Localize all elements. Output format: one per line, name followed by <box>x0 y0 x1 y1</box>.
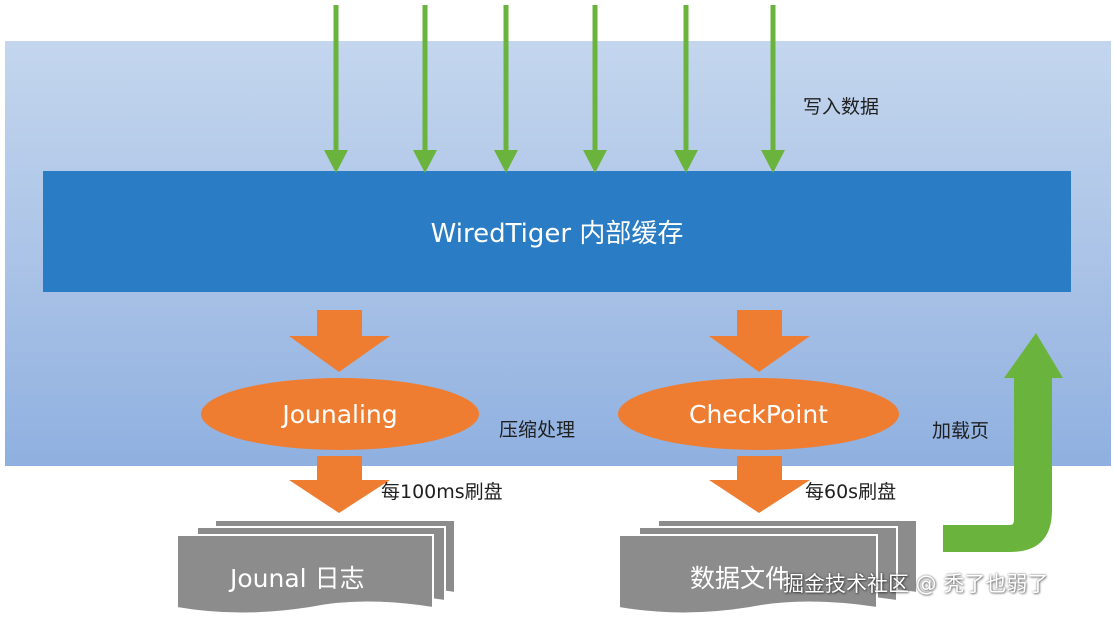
journaling-label: Jounaling <box>282 399 398 429</box>
arrow-down-icon <box>413 5 437 173</box>
block-arrow-down-icon <box>709 310 810 372</box>
journal-log-label: Jounal 日志 <box>230 564 365 593</box>
cache-label: WiredTiger 内部缓存 <box>430 219 684 249</box>
block-arrow-down-icon <box>289 310 390 372</box>
flush-60s-label: 每60s刷盘 <box>805 481 897 503</box>
arrow-down-icon <box>761 5 785 173</box>
write-arrows <box>324 5 785 173</box>
arrow-down-icon <box>494 5 518 173</box>
journal-log-docs <box>176 519 456 615</box>
checkpoint-label: CheckPoint <box>689 399 828 429</box>
block-arrow-down-icon <box>709 456 810 513</box>
block-arrow-down-icon <box>289 456 390 513</box>
data-files-docs <box>618 519 918 615</box>
flush-100ms-label: 每100ms刷盘 <box>381 481 503 503</box>
compress-label: 压缩处理 <box>499 419 576 441</box>
load-page-label: 加载页 <box>932 420 990 442</box>
curved-arrow-up-icon <box>943 333 1063 552</box>
journaling-node: Jounaling <box>201 378 479 450</box>
checkpoint-node: CheckPoint <box>618 378 899 450</box>
arrow-down-icon <box>583 5 607 173</box>
write-data-label: 写入数据 <box>803 96 880 118</box>
data-files-label: 数据文件 <box>690 564 791 593</box>
arrow-down-icon <box>674 5 698 173</box>
watermark-text: 掘金技术社区 @ 秃了也弱了 <box>783 572 1049 596</box>
arrow-down-icon <box>324 5 348 173</box>
wiredtiger-cache-box: WiredTiger 内部缓存 <box>43 171 1071 292</box>
